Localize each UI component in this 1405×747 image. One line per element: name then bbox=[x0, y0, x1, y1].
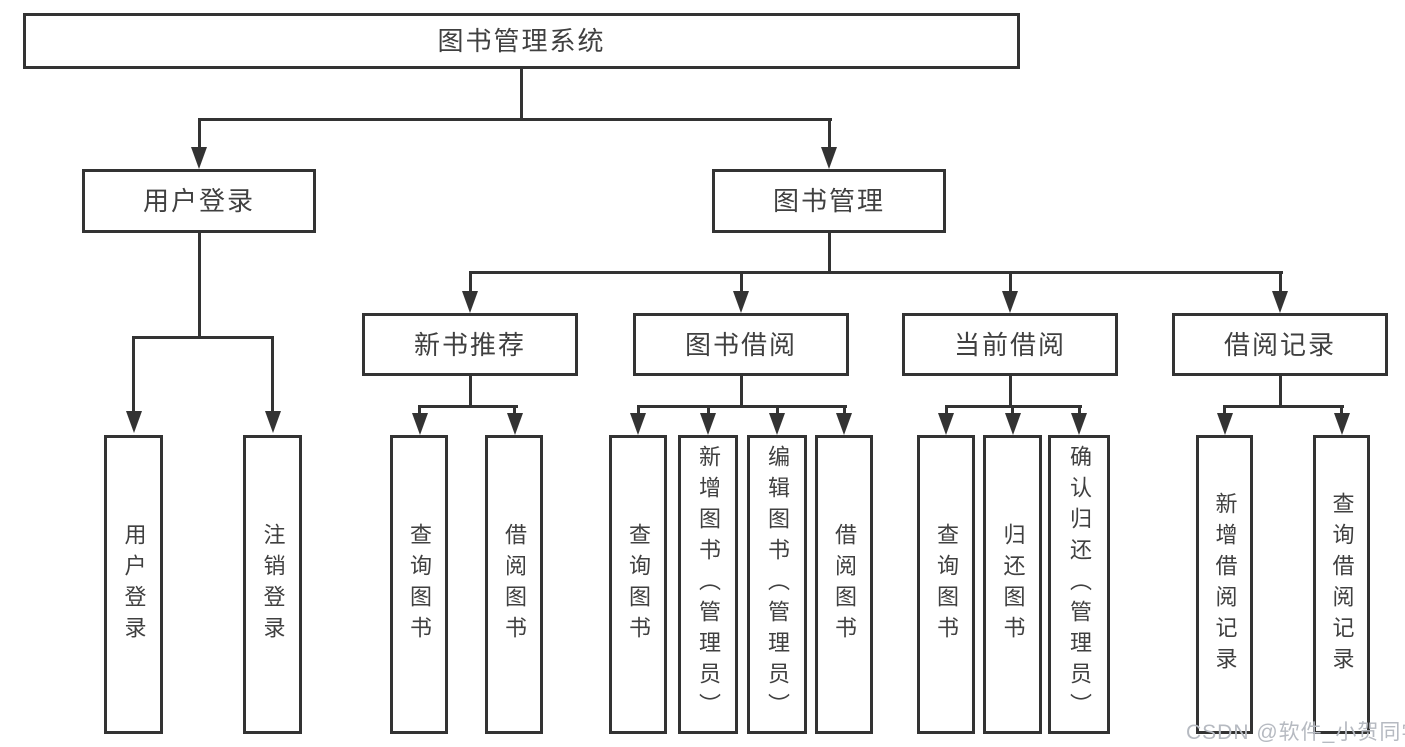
arrow-down-icon bbox=[733, 291, 749, 313]
leaf-logout-login: 注销登录 bbox=[243, 435, 302, 734]
arrow-down-icon bbox=[126, 411, 142, 433]
arrow-down-icon bbox=[1217, 413, 1233, 435]
leaf-borrow-books-recommend: 借阅图书 bbox=[485, 435, 543, 734]
connector-fork-b-stub-4 bbox=[843, 405, 846, 415]
connector-fork-b-bar bbox=[637, 405, 847, 408]
arrow-down-icon bbox=[1334, 413, 1350, 435]
leaf-query-borrow-record: 查询借阅记录 bbox=[1313, 435, 1370, 734]
connector-fork-a-bar bbox=[418, 405, 518, 408]
arrow-down-icon bbox=[507, 413, 523, 435]
arrow-down-icon bbox=[1272, 291, 1288, 313]
connector-fork-c-stub-1 bbox=[945, 405, 948, 415]
node-borrowing-records: 借阅记录 bbox=[1172, 313, 1388, 376]
arrow-down-icon bbox=[265, 411, 281, 433]
leaf-query-books-recommend: 查询图书 bbox=[390, 435, 448, 734]
leaf-add-borrow-record: 新增借阅记录 bbox=[1196, 435, 1253, 734]
connector-fork-d-stub-1 bbox=[1223, 405, 1226, 415]
node-user-login: 用户登录 bbox=[82, 169, 316, 233]
connector-level2-stub-2 bbox=[740, 271, 743, 294]
arrow-down-icon bbox=[1002, 291, 1018, 313]
connector-level2-stub-3 bbox=[1009, 271, 1012, 294]
connector-level2-bar bbox=[469, 271, 1283, 274]
arrow-down-icon bbox=[462, 291, 478, 313]
connector-level2-stub-4 bbox=[1279, 271, 1282, 294]
arrow-down-icon bbox=[1005, 413, 1021, 435]
leaf-query-books-current: 查询图书 bbox=[917, 435, 975, 734]
connector-level2-stub-1 bbox=[469, 271, 472, 294]
leaf-add-books-admin: 新增图书（管理员） bbox=[678, 435, 738, 734]
connector-fork-b-stub-2 bbox=[707, 405, 710, 415]
connector-user-login-bar bbox=[132, 336, 274, 339]
arrow-down-icon bbox=[836, 413, 852, 435]
connector-fork-a-stub-1 bbox=[418, 405, 421, 415]
connector-fork-c-stub-2 bbox=[1011, 405, 1014, 415]
node-root: 图书管理系统 bbox=[23, 13, 1020, 69]
watermark: CSDN @软件_小贺同学 bbox=[1186, 721, 1405, 744]
connector-fork-c-drop bbox=[1009, 376, 1012, 408]
connector-user-login-stub-2 bbox=[271, 336, 274, 411]
arrow-down-icon bbox=[938, 413, 954, 435]
leaf-edit-books-admin: 编辑图书（管理员） bbox=[747, 435, 807, 734]
node-book-borrowing: 图书借阅 bbox=[633, 313, 849, 376]
connector-fork-b-drop bbox=[740, 376, 743, 408]
arrow-down-icon bbox=[769, 413, 785, 435]
connector-fork-c-stub-3 bbox=[1078, 405, 1081, 415]
connector-level1-right-stub bbox=[828, 118, 831, 148]
connector-fork-a-stub-2 bbox=[513, 405, 516, 415]
connector-user-login-stub-1 bbox=[132, 336, 135, 411]
connector-book-mgmt-drop bbox=[828, 233, 831, 274]
arrow-down-icon bbox=[821, 147, 837, 169]
leaf-return-books: 归还图书 bbox=[983, 435, 1042, 734]
connector-fork-b-stub-1 bbox=[637, 405, 640, 415]
connector-fork-b-stub-3 bbox=[776, 405, 779, 415]
arrow-down-icon bbox=[412, 413, 428, 435]
node-book-management: 图书管理 bbox=[712, 169, 946, 233]
arrow-down-icon bbox=[630, 413, 646, 435]
arrow-down-icon bbox=[1071, 413, 1087, 435]
connector-level1-left-stub bbox=[198, 118, 201, 148]
connector-fork-d-stub-2 bbox=[1340, 405, 1343, 415]
connector-root-drop bbox=[520, 69, 523, 121]
node-current-borrowing: 当前借阅 bbox=[902, 313, 1118, 376]
arrow-down-icon bbox=[700, 413, 716, 435]
leaf-borrow-books-borrowing: 借阅图书 bbox=[815, 435, 873, 734]
connector-level1-bar bbox=[198, 118, 832, 121]
leaf-query-books-borrowing: 查询图书 bbox=[609, 435, 667, 734]
connector-fork-a-drop bbox=[469, 376, 472, 408]
connector-fork-d-drop bbox=[1279, 376, 1282, 408]
leaf-user-login: 用户登录 bbox=[104, 435, 163, 734]
connector-user-login-drop bbox=[198, 233, 201, 339]
node-new-book-recommendation: 新书推荐 bbox=[362, 313, 578, 376]
arrow-down-icon bbox=[191, 147, 207, 169]
connector-fork-d-bar bbox=[1223, 405, 1344, 408]
leaf-confirm-return-admin: 确认归还（管理员） bbox=[1048, 435, 1110, 734]
